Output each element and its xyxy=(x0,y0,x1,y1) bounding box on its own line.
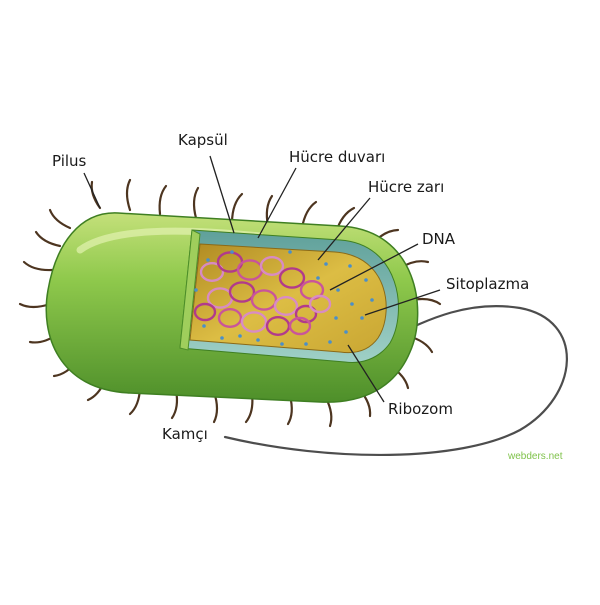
label-sitoplazma: Sitoplazma xyxy=(446,275,530,293)
ribosomes xyxy=(194,250,374,346)
dna-strands xyxy=(193,251,332,337)
label-kapsul: Kapsül xyxy=(178,131,228,149)
label-pilus: Pilus xyxy=(52,152,87,170)
label-kamci: Kamçı xyxy=(162,425,208,443)
label-ribozom: Ribozom xyxy=(388,400,453,418)
label-hucre-zari: Hücre zarı xyxy=(368,178,445,196)
watermark: webders.net xyxy=(508,451,563,462)
label-hucre-duvari: Hücre duvarı xyxy=(289,148,386,166)
leader-lines xyxy=(83,155,441,403)
label-dna: DNA xyxy=(422,230,456,248)
flagellum xyxy=(223,304,568,457)
